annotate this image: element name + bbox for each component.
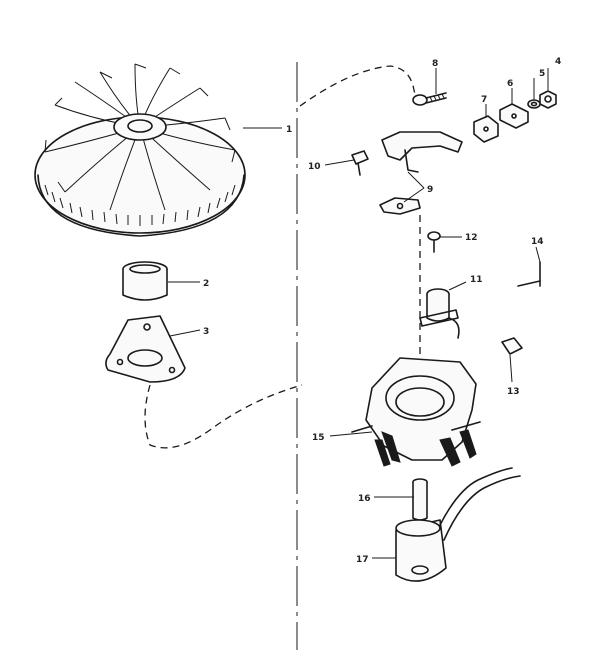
callout-9: 9 xyxy=(427,185,433,195)
bushing-part xyxy=(122,261,168,301)
mounting-plate-part xyxy=(105,315,186,383)
ignition-coil-part xyxy=(395,467,521,582)
callout-labels: 1 2 3 4 5 6 7 8 9 10 11 12 13 14 15 16 1… xyxy=(203,57,561,565)
callout-10: 10 xyxy=(308,162,321,172)
flywheel-ring-gear xyxy=(44,184,236,226)
callout-4: 4 xyxy=(555,57,561,67)
callout-8: 8 xyxy=(432,59,438,69)
callout-14: 14 xyxy=(531,237,544,247)
callout-6: 6 xyxy=(507,79,513,89)
callout-11: 11 xyxy=(470,275,483,285)
callout-2: 2 xyxy=(203,279,209,289)
breaker-points-part xyxy=(379,131,463,215)
lock-washer-part xyxy=(527,99,541,109)
callout-16: 16 xyxy=(358,494,371,504)
gasket-part xyxy=(501,337,523,355)
condenser-screw-part xyxy=(427,231,441,253)
cover-screw-part xyxy=(517,261,541,287)
callout-3: 3 xyxy=(203,327,209,337)
callout-1: 1 xyxy=(286,125,292,135)
nut-part xyxy=(539,90,557,109)
callout-5: 5 xyxy=(539,69,545,79)
terminal-clip-part xyxy=(499,103,529,129)
adjusting-screw-part xyxy=(351,150,369,176)
callout-13: 13 xyxy=(507,387,520,397)
callout-7: 7 xyxy=(481,95,487,105)
flywheel-part xyxy=(34,63,246,237)
screw-part xyxy=(412,92,447,106)
condenser-part xyxy=(419,288,460,339)
insulator-plate-part xyxy=(473,115,499,143)
assembly-path-lower xyxy=(144,384,303,449)
callout-17: 17 xyxy=(356,555,369,565)
callout-12: 12 xyxy=(465,233,478,243)
callout-15: 15 xyxy=(312,433,325,443)
stator-housing-part xyxy=(351,357,481,467)
assembly-path-upper xyxy=(299,65,419,109)
callout-leaders xyxy=(168,68,549,559)
pin-part xyxy=(412,478,428,521)
